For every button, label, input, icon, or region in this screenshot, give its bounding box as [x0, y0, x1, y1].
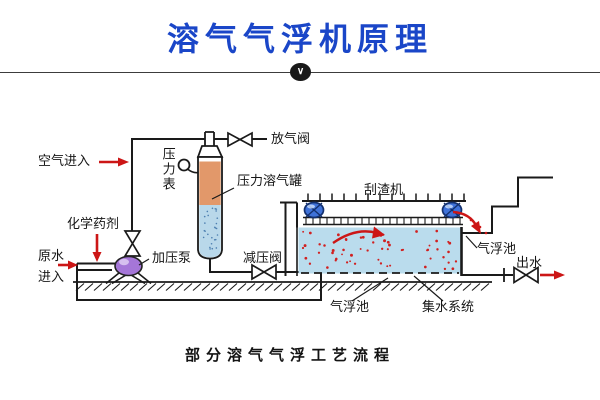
- outlet-valve: [513, 265, 539, 285]
- label-outlet: 出水: [516, 256, 543, 271]
- scraper-machine: [302, 193, 466, 226]
- label-water-collection: 集水系统: [422, 300, 475, 315]
- release-valve: [227, 131, 253, 148]
- tank-air-section: [199, 161, 221, 205]
- label-flotation-tank-right: 气浮池: [477, 242, 517, 257]
- label-raw-water: 原水: [38, 249, 65, 264]
- water-bubbles: [301, 229, 458, 271]
- label-pressure-pump: 加压泵: [152, 251, 192, 266]
- label-pressure-tank: 压力溶气罐: [237, 174, 303, 189]
- pump-label-pointer: [138, 258, 150, 266]
- scraper-pulleys: [303, 201, 463, 219]
- page-title: 溶气气浮机原理: [166, 21, 433, 57]
- pressure-dissolved-air-tank: [177, 131, 235, 260]
- pressure-pump: [105, 255, 152, 285]
- pump-check-valve: [123, 230, 142, 257]
- label-scraper: 刮渣机: [364, 183, 404, 198]
- chevron-down-icon: ∨: [290, 63, 311, 81]
- scraper-blades: [307, 193, 465, 201]
- tank-label-pointer: [211, 187, 235, 200]
- label-flotation-tank-bottom: 气浮池: [330, 300, 370, 315]
- label-chemicals: 化学药剂: [67, 217, 120, 232]
- pipe-network: [76, 138, 513, 301]
- ground-hatch: [75, 283, 490, 291]
- label-reducing-valve: 减压阀: [243, 251, 283, 266]
- ground: [73, 281, 492, 291]
- diagram-caption: 部分溶气气浮工艺流程: [184, 346, 395, 364]
- pressure-gauge-icon: [177, 158, 191, 172]
- tank-water-section: [199, 205, 221, 250]
- tank-speckles: [202, 207, 219, 250]
- scraper-chain: [305, 217, 461, 225]
- label-air-in: 空气进入: [38, 154, 91, 169]
- label-enter: 进入: [38, 270, 65, 285]
- flow-arrows: [58, 157, 565, 280]
- label-release-valve: 放气阀: [271, 132, 311, 147]
- label-pressure-gauge: 压力表: [159, 147, 175, 192]
- reducing-valve: [251, 263, 277, 281]
